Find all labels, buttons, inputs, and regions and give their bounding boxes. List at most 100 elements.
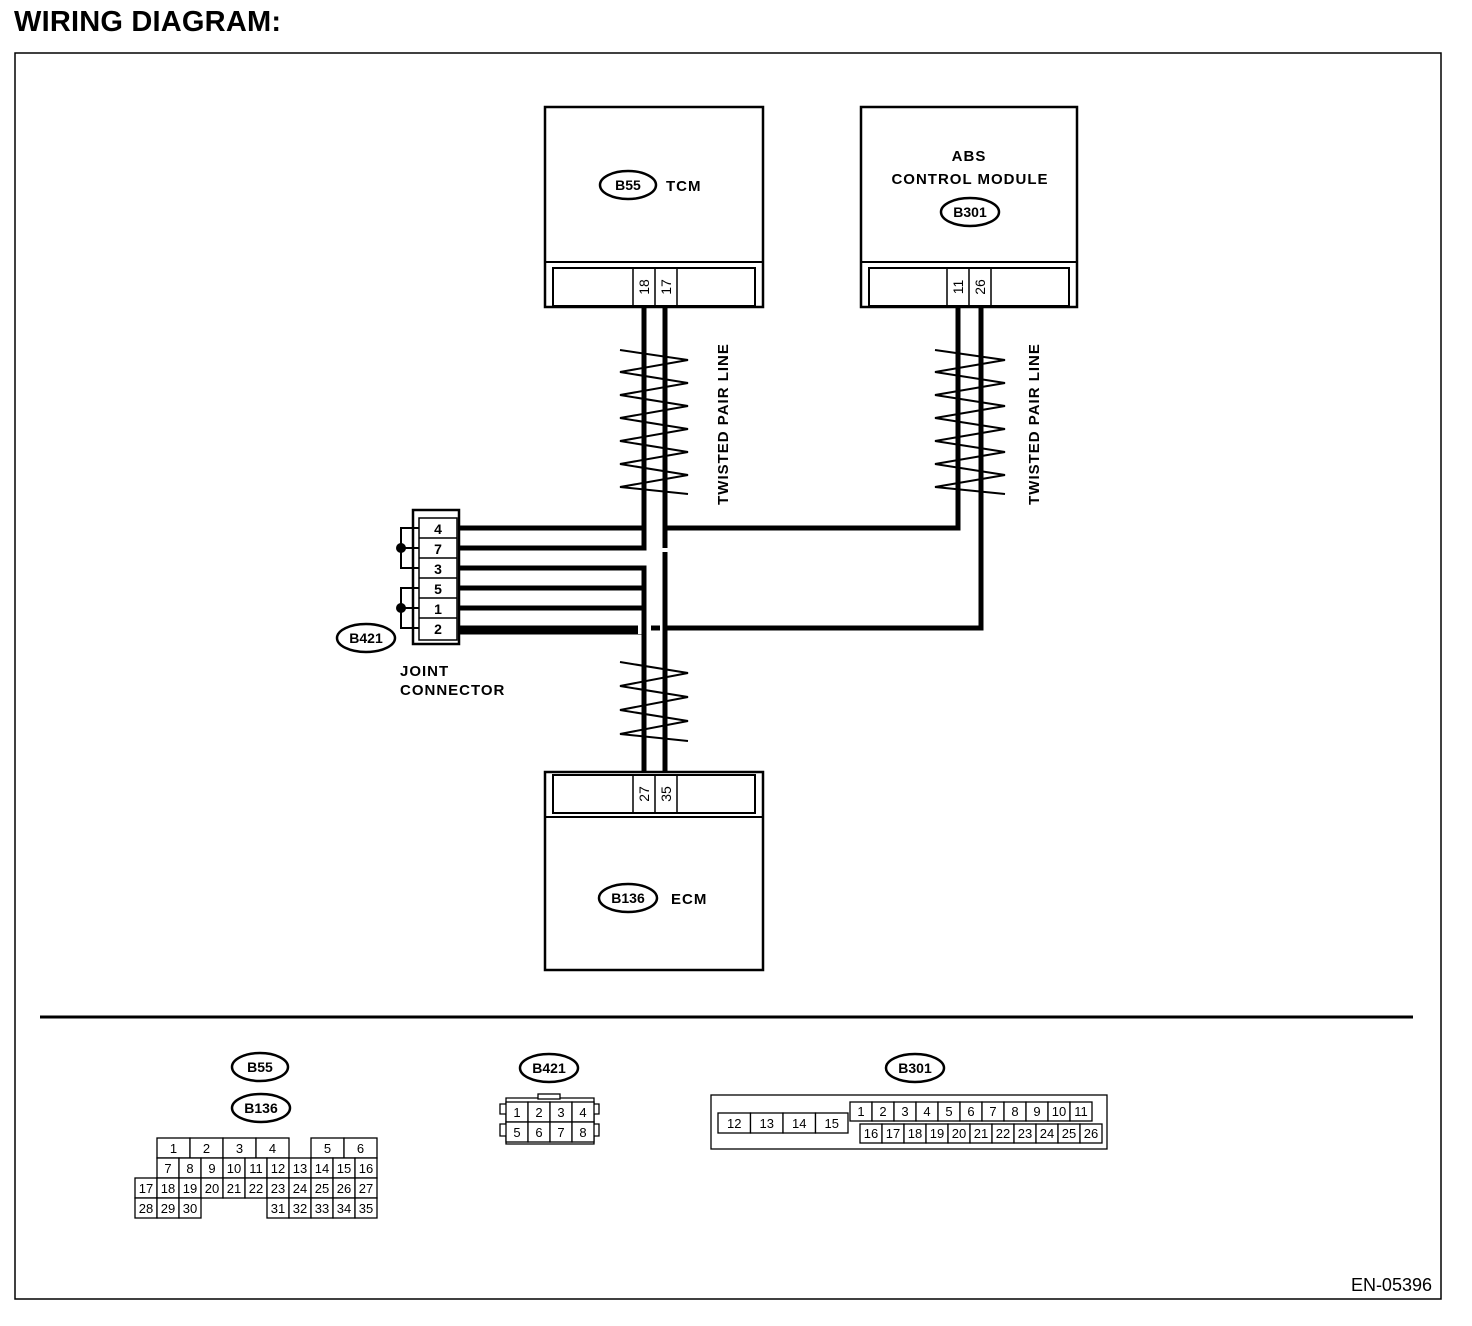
ecm-pin-35: 35 — [658, 786, 674, 802]
b421-view-label: B421 — [532, 1060, 566, 1076]
joint-connector-oval — [335, 622, 397, 654]
joint-connector: 4 7 3 5 1 2 B421 JOINT CONNECTOR — [335, 508, 505, 699]
b55-pin-24: 24 — [293, 1181, 307, 1196]
joint-connector-code: B421 — [349, 630, 383, 646]
b55-pin-29: 29 — [161, 1201, 175, 1216]
b301-view-label: B301 — [898, 1060, 932, 1076]
b55-pin-35-cell — [354, 1197, 378, 1219]
joint-pin-4: 4 — [434, 521, 442, 537]
b421-pin-8-cell — [571, 1121, 595, 1143]
b55-pin-35: 35 — [359, 1201, 373, 1216]
tcm-pin-17: 17 — [658, 279, 674, 295]
abs-name-line2: CONTROL MODULE — [891, 171, 1048, 188]
b301-pin-16: 16 — [864, 1126, 878, 1141]
joint-pin-2: 2 — [434, 621, 442, 637]
tcm-module: 18 17 B55 TCM — [543, 105, 765, 309]
b55-pin-26: 26 — [337, 1181, 351, 1196]
abs-pin-26: 26 — [972, 279, 988, 295]
b421-pin-1: 1 — [513, 1105, 520, 1120]
ecm-pin-27: 27 — [636, 786, 652, 802]
b301-pin-26-cell — [1079, 1123, 1103, 1144]
b55-pin-7: 7 — [164, 1161, 171, 1176]
b55-pin-33: 33 — [315, 1201, 329, 1216]
abs-connector-code: B301 — [953, 204, 987, 220]
b55-pin-18: 18 — [161, 1181, 175, 1196]
b55-view-label: B55 — [247, 1059, 273, 1075]
b301-pin-5: 5 — [945, 1104, 952, 1119]
b301-pin-25: 25 — [1062, 1126, 1076, 1141]
joint-pin-5: 5 — [434, 581, 442, 597]
b55-pin-16: 16 — [359, 1161, 373, 1176]
b55-pin-20: 20 — [205, 1181, 219, 1196]
ecm-name: ECM — [671, 891, 707, 908]
b301-pin-11-cell — [1069, 1101, 1093, 1122]
b55-pin-23: 23 — [271, 1181, 285, 1196]
b55-pin-2: 2 — [203, 1141, 210, 1156]
joint-pin-7: 7 — [434, 541, 442, 557]
b301-pin-17: 17 — [886, 1126, 900, 1141]
b301-pin-9: 9 — [1033, 1104, 1040, 1119]
b301-pin-2: 2 — [879, 1104, 886, 1119]
b55-pin-1: 1 — [170, 1141, 177, 1156]
b301-pin-15-cell — [814, 1112, 849, 1134]
b55-pin-25: 25 — [315, 1181, 329, 1196]
b301-pin-24: 24 — [1040, 1126, 1054, 1141]
b301-pin-13: 13 — [760, 1116, 774, 1131]
b55-pin-32: 32 — [293, 1201, 307, 1216]
b55-pin-22: 22 — [249, 1181, 263, 1196]
b55-pin-21: 21 — [227, 1181, 241, 1196]
b55-pin-10: 10 — [227, 1161, 241, 1176]
b55-pin-8: 8 — [186, 1161, 193, 1176]
b301-pin-3: 3 — [901, 1104, 908, 1119]
tcm-pin-18: 18 — [636, 279, 652, 295]
figure-code: EN-05396 — [1351, 1275, 1432, 1295]
b301-pin-11: 11 — [1074, 1104, 1088, 1119]
b55-pin-30-cell — [178, 1197, 202, 1219]
b55-pin-19: 19 — [183, 1181, 197, 1196]
abs-module: 11 26 ABS CONTROL MODULE B301 — [859, 105, 1079, 309]
b55-pin-30: 30 — [183, 1201, 197, 1216]
wire-abs-26 — [665, 307, 984, 631]
b301-pin-8: 8 — [1011, 1104, 1018, 1119]
b421-pin-7: 7 — [557, 1125, 564, 1140]
twist-marks-tcm — [619, 349, 689, 495]
page-title: WIRING DIAGRAM: — [14, 6, 282, 38]
b55-pin-34: 34 — [337, 1201, 351, 1216]
b421-pin-2: 2 — [535, 1105, 542, 1120]
twist-marks-abs — [934, 349, 1006, 495]
wire-ecm-27 — [459, 629, 647, 772]
tcm-name: TCM — [666, 178, 702, 195]
wire-ecm-27-j3 — [459, 565, 647, 632]
b301-pin-12: 12 — [727, 1116, 741, 1131]
tcm-connector-code: B55 — [615, 177, 641, 193]
b55-pin-13: 13 — [293, 1161, 307, 1176]
ecm-connector-oval — [597, 882, 659, 914]
b55-pin-14: 14 — [315, 1161, 329, 1176]
b55-pin-9: 9 — [208, 1161, 215, 1176]
twisted-pair-label-abs: TWISTED PAIR LINE — [1026, 343, 1043, 505]
b55-pin-3: 3 — [236, 1141, 243, 1156]
b55-pin-4: 4 — [269, 1141, 276, 1156]
wire-crossing-redraw — [459, 520, 668, 636]
b301-pin-21: 21 — [974, 1126, 988, 1141]
wire-tcm-18 — [459, 307, 647, 551]
b55-pin-28: 28 — [139, 1201, 153, 1216]
b301-pin-19: 19 — [930, 1126, 944, 1141]
b55-pin-27: 27 — [359, 1181, 373, 1196]
ecm-connector-code: B136 — [611, 890, 645, 906]
b136-view-label: B136 — [244, 1100, 278, 1116]
b55-pin-6: 6 — [357, 1141, 364, 1156]
b55-pin-11: 11 — [249, 1161, 263, 1176]
b301-pin-26: 26 — [1084, 1126, 1098, 1141]
b421-pin-8: 8 — [579, 1125, 586, 1140]
b55-pin-31: 31 — [271, 1201, 285, 1216]
b301-pin-6: 6 — [967, 1104, 974, 1119]
joint-label-line2: CONNECTOR — [400, 682, 505, 699]
abs-pin-11: 11 — [950, 280, 966, 295]
